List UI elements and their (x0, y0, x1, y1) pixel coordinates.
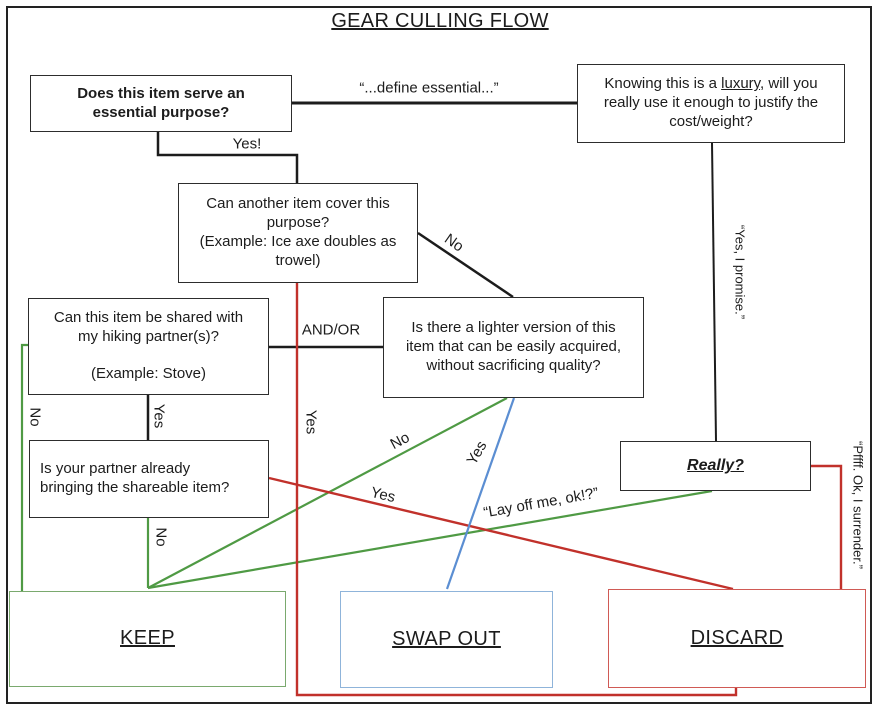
label-yes-cover: Yes (302, 409, 320, 435)
outer-border (6, 6, 872, 704)
luxury-text-post: , will you really use it enough to justi… (603, 75, 819, 130)
box-swap-out: SWAP OUT (340, 591, 553, 688)
connector-really-surrender-to-discard (810, 464, 843, 589)
box-discard: DISCARD (608, 589, 866, 688)
connector-essential-yes-to-cover (156, 132, 299, 183)
box-essential-question: Does this item serve an essential purpos… (30, 75, 292, 132)
label-surrender: “Pffff. Ok, I surrender.” (850, 441, 866, 569)
label-define-essential: “...define essential...” (359, 79, 499, 97)
box-luxury-question: Knowing this is a luxury, will you reall… (577, 64, 845, 143)
box-keep: KEEP (9, 591, 286, 687)
label-yes-essential: Yes! (232, 135, 262, 153)
connector-partner-yes-to-discard (268, 476, 734, 591)
connector-cover-yes-to-discard (295, 283, 738, 697)
luxury-text-underlined: luxury (721, 75, 761, 93)
box-shared-question: Can this item be shared with my hiking p… (28, 298, 269, 395)
connector-really-layoff-to-keep (147, 489, 713, 590)
label-yes-promise: “Yes, I promise.” (732, 224, 748, 320)
luxury-text-pre: Knowing this is a (604, 75, 722, 93)
label-and-or: AND/OR (301, 321, 361, 339)
box-lighter-question: Is there a lighter version of this item … (383, 297, 644, 398)
connector-cover-no-to-lighter (417, 231, 514, 299)
connector-shared-no-to-keep (20, 343, 28, 591)
label-yes-shared: Yes (150, 403, 168, 429)
connector-lighter-yes-to-swap (445, 397, 516, 590)
luxury-question-text: Knowing this is a luxury, will you reall… (586, 75, 836, 132)
box-partner-question: Is your partner already bringing the sha… (29, 440, 269, 518)
box-really: Really? (620, 441, 811, 491)
page-title: GEAR CULLING FLOW (331, 10, 549, 32)
label-no-shared: No (26, 407, 44, 427)
box-cover-question: Can another item cover this purpose? (Ex… (178, 183, 418, 283)
connector-luxury-to-really (711, 142, 717, 442)
label-no-partner: No (152, 527, 170, 547)
